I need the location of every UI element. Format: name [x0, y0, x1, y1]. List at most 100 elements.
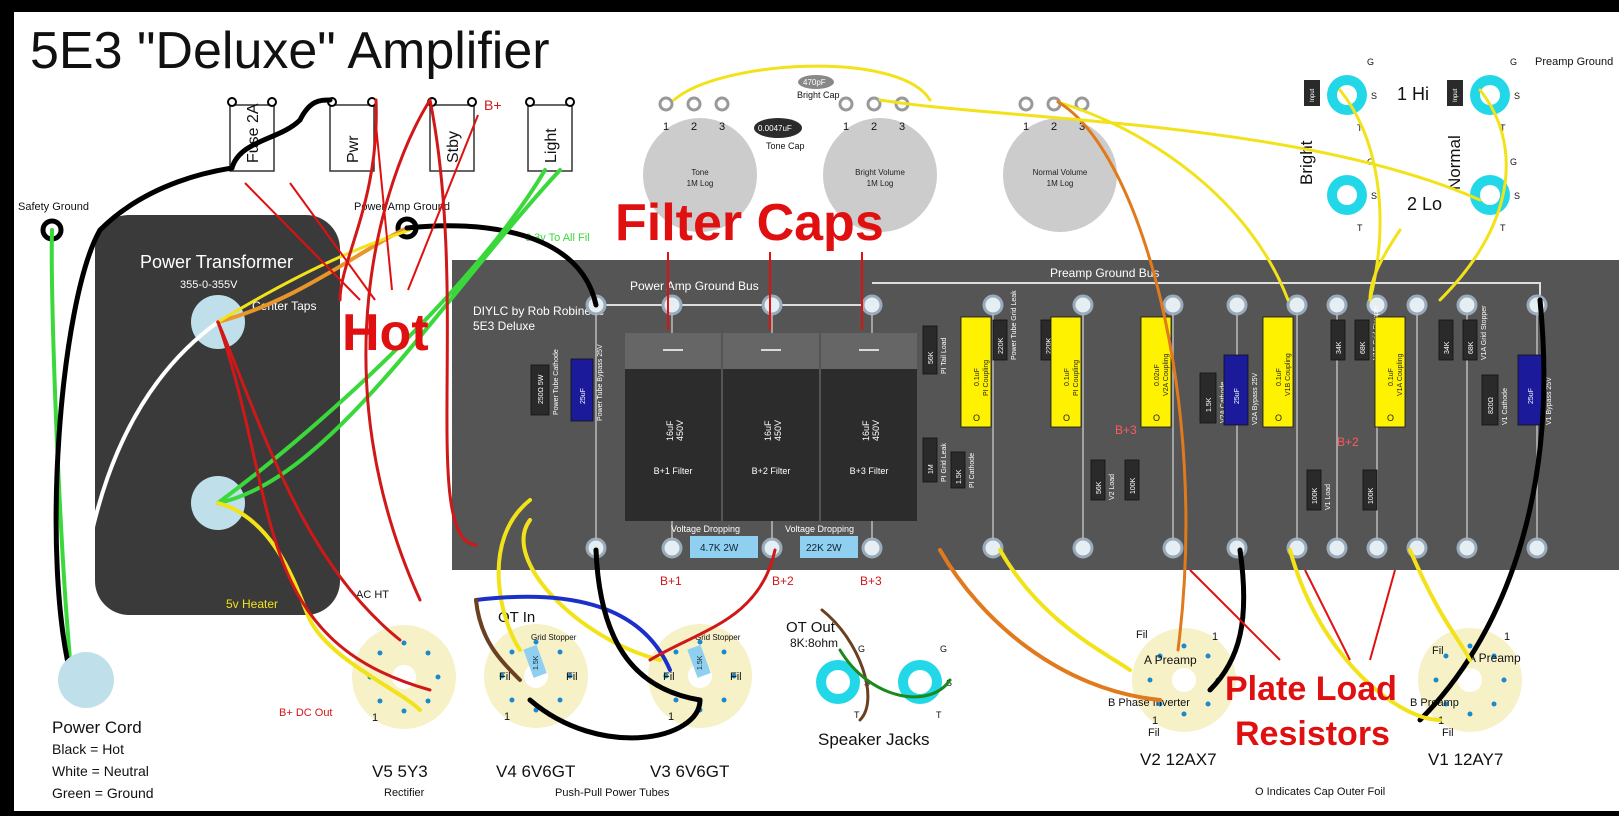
turret-bottom — [1366, 537, 1388, 559]
jack-pin-g: G — [1510, 157, 1517, 167]
part-name: V1A Grid Stopper — [1481, 305, 1488, 360]
pot-lug — [838, 96, 854, 112]
turret-top — [761, 294, 783, 316]
part-value: 68K — [1468, 341, 1475, 354]
switch-1[interactable]: Pwr — [327, 97, 377, 172]
part-name: PI Cathode — [969, 453, 976, 488]
jack-pin-t: T — [1357, 223, 1363, 233]
part-r-v1a-grid-2: 68K V1A Grid Stopper — [1462, 305, 1488, 361]
socket-fil-right: Fil — [566, 671, 578, 683]
socket-pin — [1433, 677, 1439, 683]
socket-a-preamp: A Preamp — [1468, 651, 1521, 665]
grid-stopper-resistor — [687, 644, 711, 678]
plate-load-line-2: Resistors — [1235, 715, 1390, 753]
part-name: V1 Cathode — [1502, 388, 1509, 425]
part-name: V1 Bypass 25V — [1546, 377, 1553, 425]
turret-bottom — [1326, 537, 1348, 559]
socket-fil-left: Fil — [663, 671, 675, 683]
switch-lug — [525, 97, 535, 107]
pot-value: 1M Log — [1047, 179, 1074, 188]
switch-3[interactable]: Light — [525, 97, 575, 172]
speaker-jack-0[interactable]: GST — [816, 644, 870, 720]
socket-fil-bottom: Fil — [1442, 727, 1454, 739]
socket-fil-top: Fil — [1432, 645, 1444, 657]
plate-load-line-1: Plate Load — [1225, 670, 1397, 708]
socket-fil-bottom: Fil — [1148, 727, 1160, 739]
cap-foil-note: O Indicates Cap Outer Foil — [1255, 786, 1385, 798]
b1-label: B+1 — [660, 574, 682, 588]
b3-label: B+3 — [860, 574, 882, 588]
socket-pin-top: 1 — [1504, 631, 1510, 643]
socket-pin — [1181, 711, 1187, 717]
grid-stopper-resistor — [523, 644, 547, 678]
socket-pin — [1157, 701, 1163, 707]
switch-body — [527, 104, 573, 172]
pot-pin-label: 2 — [691, 121, 697, 133]
part-body — [950, 451, 966, 489]
speaker-pin-t: T — [936, 710, 942, 720]
part-value: 34K — [1444, 341, 1451, 354]
filter-cap-top — [821, 333, 917, 369]
input-jack-2[interactable]: GST — [1470, 57, 1520, 133]
credit-line-1: DIYLC by Rob Robinette — [473, 304, 605, 318]
socket-pin — [721, 697, 727, 703]
hi-input-label: 1 Hi — [1397, 84, 1429, 104]
jack-hole — [1480, 185, 1500, 205]
pot-value: 1M Log — [687, 179, 714, 188]
part-name: V1A Coupling — [1397, 353, 1404, 396]
jack-pin-t: T — [1500, 123, 1506, 133]
part-value: 1M — [928, 464, 935, 474]
part-body — [1090, 459, 1106, 501]
pot-lug — [714, 96, 730, 112]
part-value: 0.1uF — [974, 368, 981, 386]
socket-pin — [697, 639, 703, 645]
jack-hole — [1480, 85, 1500, 105]
socket-pin — [673, 697, 679, 703]
input-jack-0[interactable]: GST — [1327, 57, 1377, 133]
heater-5v-label: 5v Heater — [226, 597, 278, 611]
socket-pin — [1501, 677, 1507, 683]
b2-board-label: B+2 — [1337, 435, 1359, 449]
part-value: 0.1uF — [1276, 368, 1283, 386]
socket-pin-one: 1 — [1152, 715, 1158, 727]
part-value: 0.1uF — [1064, 368, 1071, 386]
turret-bottom — [861, 537, 883, 559]
pot-pin-label: 1 — [663, 121, 669, 133]
socket-pin — [1491, 653, 1497, 659]
speaker-jack-hole — [908, 670, 932, 694]
part-value: 56K — [928, 351, 935, 364]
part-body — [1262, 316, 1294, 428]
turret-bottom — [1072, 537, 1094, 559]
grid-stopper-value: 1.5K — [697, 655, 704, 670]
socket-pin — [567, 673, 573, 679]
pot-name: Normal Volume — [1033, 168, 1088, 177]
part-name: PI Coupling — [983, 360, 990, 396]
part-r-v1a-grid-1: 34K — [1438, 319, 1454, 361]
ot-out-label: OT Out — [786, 619, 836, 636]
wiring — [49, 64, 1547, 741]
socket-pin — [377, 650, 383, 656]
grid-stopper-label: Grid Stopper — [695, 633, 741, 642]
socket-v5: 1 — [352, 625, 456, 729]
tube-label-v3: V3 6V6GT — [650, 762, 729, 781]
part-value: 100K — [1312, 487, 1319, 504]
power-cord-grommet — [58, 652, 114, 708]
pot-lug — [1018, 96, 1034, 112]
part-value: 220K — [1046, 337, 1053, 354]
tube-label-v1: V1 12AY7 — [1428, 750, 1503, 769]
socket-pin — [425, 650, 431, 656]
socket-b-phase: B Phase Inverter — [1108, 697, 1190, 709]
socket-pin — [673, 649, 679, 655]
